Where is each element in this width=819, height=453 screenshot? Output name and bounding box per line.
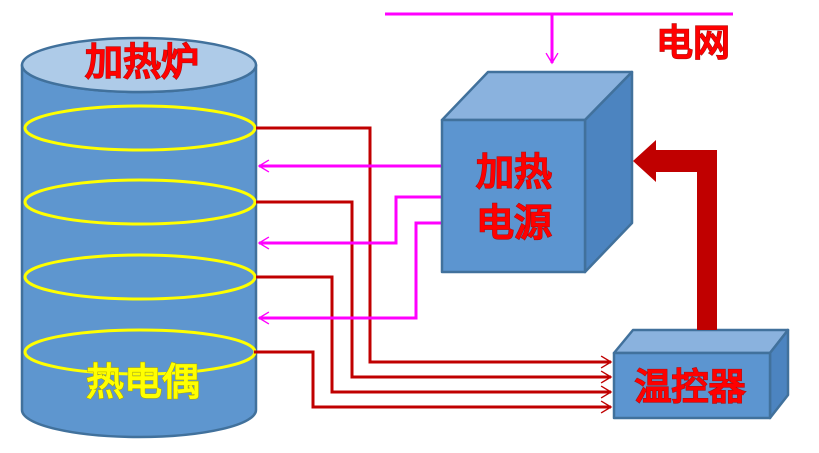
sensor-wire-2 [256, 200, 611, 377]
sensor-wire-4 [254, 350, 611, 407]
sensor-wire-3 [256, 275, 611, 392]
heater-wire-3 [259, 221, 442, 318]
thermocouple-ring-3 [23, 253, 257, 301]
temp-controller-box: 温控器 [612, 328, 790, 420]
heating-power-label-line1: 加热 [476, 150, 552, 194]
heater-wire-2 [259, 195, 442, 243]
furnace-cylinder [20, 36, 258, 439]
heating-power-box-front [440, 118, 587, 274]
heating-power-box: 加热 电源 [440, 70, 634, 274]
sensor-wire-1 [256, 126, 611, 362]
feedback-arrow [633, 140, 717, 330]
temp-controller-box-front [612, 351, 772, 420]
furnace-top-ellipse [20, 36, 258, 94]
temp-controller-box-top [612, 328, 790, 355]
heating-power-label-line2: 电源 [476, 201, 552, 245]
furnace-label: 加热炉 [85, 40, 199, 84]
power-grid-label: 电网 [656, 22, 730, 65]
temp-controller-label: 温控器 [635, 366, 747, 409]
thermocouple-label: 热电偶 [86, 360, 200, 404]
thermocouple-ring-1 [23, 104, 257, 152]
thermocouple-ring-2 [23, 178, 257, 226]
